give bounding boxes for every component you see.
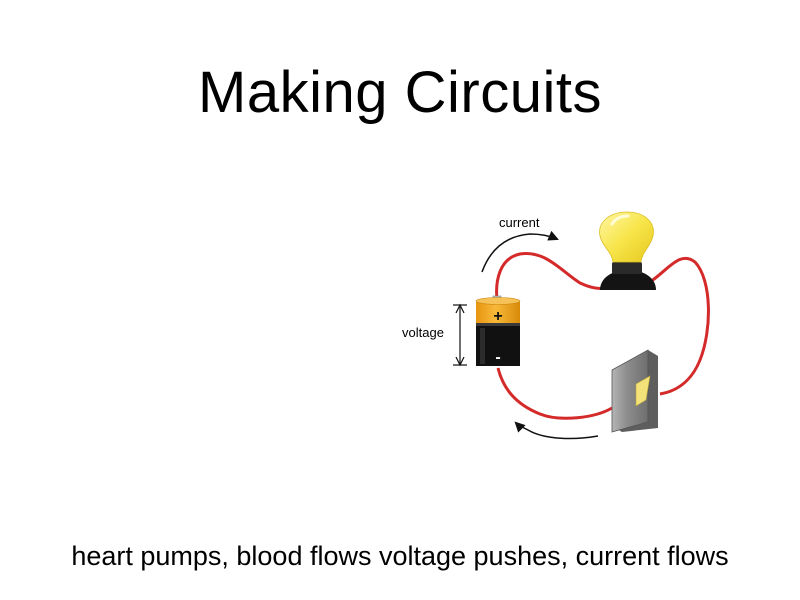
wire-bulb-to-switch <box>649 256 710 396</box>
voltage-label: voltage <box>402 325 444 340</box>
current-label: current <box>499 215 540 230</box>
circuit-diagram: current voltage + - <box>402 211 710 440</box>
current-arrow-bottom <box>514 421 599 440</box>
slide-title: Making Circuits <box>198 60 602 125</box>
voltage-dimension-line <box>453 303 467 367</box>
light-bulb-icon <box>599 211 656 290</box>
wall-switch-icon <box>611 349 658 433</box>
wire-battery-to-bulb <box>495 252 613 301</box>
current-arrow-top <box>481 230 559 273</box>
wire-switch-to-battery <box>496 367 613 420</box>
battery-minus-sign: - <box>495 349 500 366</box>
battery-plus-sign: + <box>493 308 502 325</box>
slide-caption: heart pumps, blood flows voltage pushes,… <box>71 541 729 571</box>
battery-icon: + - <box>475 295 521 366</box>
